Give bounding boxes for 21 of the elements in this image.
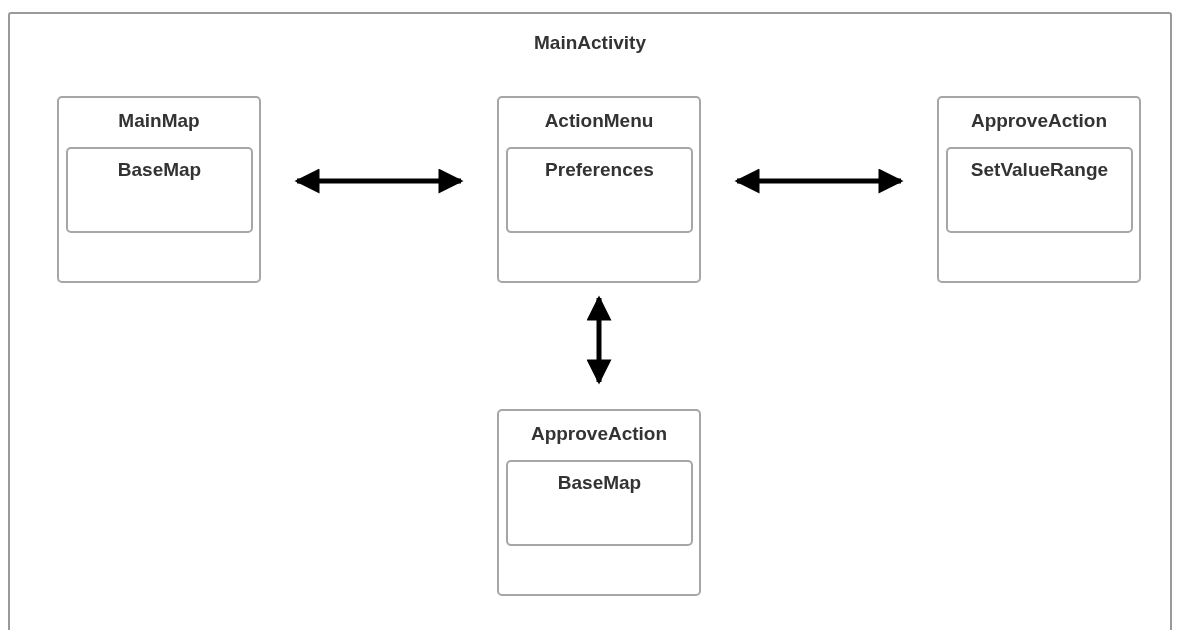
component-box — [497, 96, 701, 283]
box-title: ApproveAction — [529, 423, 669, 445]
inner-box — [506, 460, 693, 546]
box-title: ActionMenu — [543, 110, 655, 132]
box-title: MainMap — [117, 110, 201, 132]
box-title: BaseMap — [116, 159, 203, 181]
inner-box — [946, 147, 1133, 233]
component-box — [937, 96, 1141, 283]
box-title: ApproveAction — [969, 110, 1109, 132]
box-title: MainActivity — [533, 32, 647, 54]
double-arrow — [586, 295, 612, 385]
box-title: SetValueRange — [969, 159, 1110, 181]
box-title: Preferences — [544, 159, 655, 181]
component-box — [497, 409, 701, 596]
box-title: BaseMap — [556, 472, 643, 494]
double-arrow — [734, 168, 904, 194]
inner-box — [66, 147, 253, 233]
double-arrow — [294, 168, 464, 194]
component-box — [57, 96, 261, 283]
inner-box — [506, 147, 693, 233]
container-box — [8, 12, 1172, 630]
